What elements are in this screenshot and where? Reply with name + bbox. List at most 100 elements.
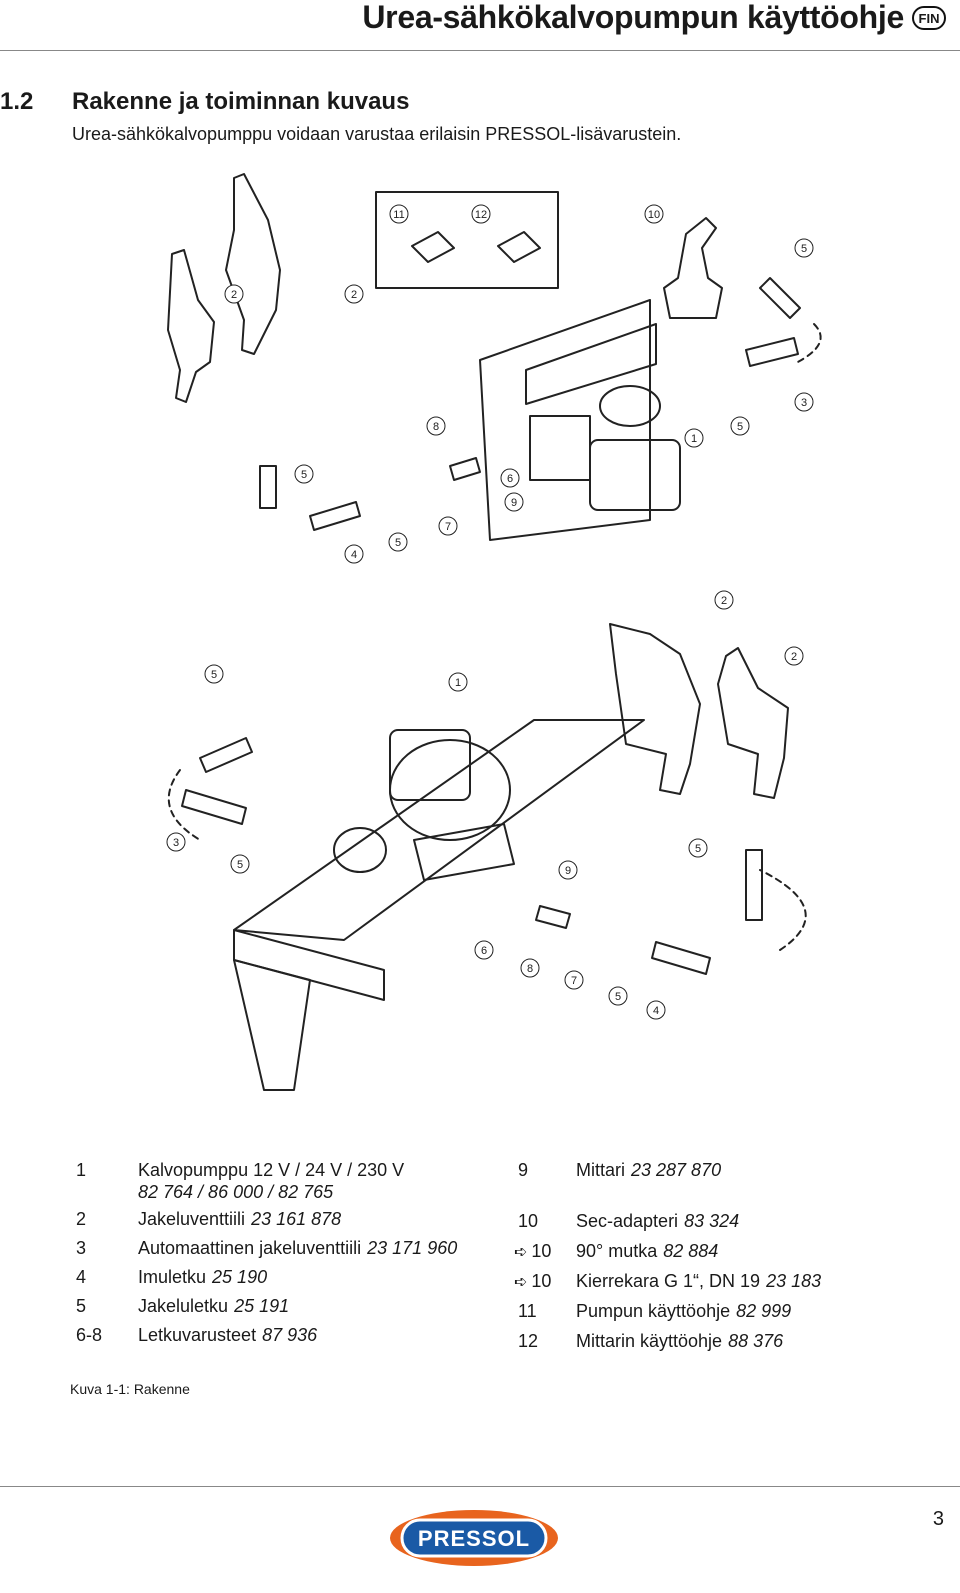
document-title: Urea-sähkökalvopumpun käyttöohje xyxy=(362,0,904,35)
page-number: 3 xyxy=(932,1508,944,1530)
legend-code: 87 936 xyxy=(262,1325,318,1345)
callout-5: 5 xyxy=(230,854,250,874)
legend-code: 23 161 878 xyxy=(251,1209,342,1229)
svg-text:12: 12 xyxy=(475,209,487,221)
svg-text:6: 6 xyxy=(507,473,513,485)
svg-text:5: 5 xyxy=(395,537,401,549)
legend-number: 12 xyxy=(518,1331,539,1351)
legend-code: 88 376 xyxy=(728,1331,784,1351)
legend-codes: 82 764 / 86 000 / 82 765 xyxy=(138,1182,334,1202)
meter-manual-icon xyxy=(497,231,541,263)
svg-text:5: 5 xyxy=(801,243,807,255)
svg-text:9: 9 xyxy=(565,865,571,877)
section-intro: Urea-sähkökalvopumppu voidaan varustaa e… xyxy=(72,124,682,144)
legend-description: Pumpun käyttöohje xyxy=(576,1301,731,1321)
legend-number: 9 xyxy=(518,1160,529,1180)
svg-text:8: 8 xyxy=(527,963,533,975)
callout-5: 5 xyxy=(204,664,224,684)
callout-2: 2 xyxy=(784,646,804,666)
callout-2: 2 xyxy=(224,284,244,304)
svg-text:10: 10 xyxy=(648,209,660,221)
callout-3: 3 xyxy=(794,392,814,412)
legend-code: 23 171 960 xyxy=(367,1238,458,1258)
svg-text:9: 9 xyxy=(511,497,517,509)
callout-6: 6 xyxy=(500,468,520,488)
callout-8: 8 xyxy=(426,416,446,436)
callout-12: 12 xyxy=(471,204,491,224)
callout-6: 6 xyxy=(474,940,494,960)
hose-fitting-bottom xyxy=(535,905,571,929)
legend-description: 90° mutka xyxy=(576,1241,658,1261)
svg-text:1: 1 xyxy=(455,677,461,689)
svg-text:8: 8 xyxy=(433,421,439,433)
legend-description: Sec-adapteri xyxy=(576,1211,679,1231)
callout-4: 4 xyxy=(344,544,364,564)
callout-9: 9 xyxy=(504,492,524,512)
legend-code: 23 287 870 xyxy=(631,1160,722,1180)
legend-code: 82 999 xyxy=(736,1301,792,1321)
callout-5: 5 xyxy=(388,532,408,552)
suction-hose-bottom xyxy=(651,941,711,975)
legend-description: Kalvopumppu 12 V / 24 V / 230 V xyxy=(138,1160,405,1180)
svg-text:4: 4 xyxy=(351,549,357,561)
svg-text:3: 3 xyxy=(173,837,179,849)
bracket-tray-bottom xyxy=(233,929,385,1001)
callout-2: 2 xyxy=(344,284,364,304)
callout-11: 11 xyxy=(389,204,409,224)
exploded-view-figure: 11 12 10 5 2 2 3 8 1 5 5 6 9 7 5 4 2 2 5… xyxy=(150,170,830,1110)
svg-text:1: 1 xyxy=(691,433,697,445)
language-badge: FIN xyxy=(912,6,946,30)
legend-item: 1 Kalvopumppu 12 V / 24 V / 230 V xyxy=(76,1156,496,1185)
legend-number: 10 xyxy=(531,1271,552,1291)
pump-assembly-drawing: 11 12 10 5 2 2 3 8 1 5 5 6 9 7 5 4 2 2 5… xyxy=(166,173,822,1091)
motor-bottom xyxy=(389,739,511,841)
callout-2: 2 xyxy=(714,590,734,610)
arrow-icon: ➪ xyxy=(514,1244,528,1261)
auto-nozzle-hose-bottom xyxy=(181,789,247,825)
dispenser-nozzle-top-left xyxy=(167,249,215,403)
legend-number: 11 xyxy=(518,1301,537,1321)
hose-fitting-top xyxy=(449,457,481,481)
legend-number: 5 xyxy=(76,1296,87,1316)
callout-1: 1 xyxy=(684,428,704,448)
svg-text:2: 2 xyxy=(791,651,797,663)
dashed-guide-left xyxy=(167,769,201,841)
dashed-guide-right xyxy=(759,869,807,951)
dispenser-nozzle-bottom-left xyxy=(609,623,701,795)
legend-number: 10 xyxy=(531,1241,552,1261)
arrow-icon: ➪ xyxy=(514,1274,528,1291)
hose-piece-bottom-right xyxy=(745,849,763,921)
callout-5: 5 xyxy=(730,416,750,436)
pump-head-bottom xyxy=(333,827,387,873)
legend-code: 25 190 xyxy=(212,1267,268,1287)
dashed-guide-top xyxy=(793,323,822,365)
legend-number: 3 xyxy=(76,1238,87,1258)
callout-1: 1 xyxy=(448,672,468,692)
legend-code: 82 884 xyxy=(663,1241,719,1261)
svg-text:11: 11 xyxy=(393,209,404,221)
auto-nozzle-hose-top xyxy=(745,337,799,367)
svg-text:7: 7 xyxy=(571,975,577,987)
svg-text:5: 5 xyxy=(301,469,307,481)
figure-caption: Kuva 1-1: Rakenne xyxy=(70,1381,190,1397)
svg-text:5: 5 xyxy=(695,843,701,855)
legend-number: 6-8 xyxy=(76,1325,103,1345)
callout-5: 5 xyxy=(608,986,628,1006)
wall-bracket-bottom xyxy=(233,719,645,941)
callout-5: 5 xyxy=(294,464,314,484)
suction-hose-top xyxy=(309,501,361,531)
legend-description: Imuletku xyxy=(138,1267,207,1287)
svg-text:2: 2 xyxy=(351,289,357,301)
legend-code: 25 191 xyxy=(234,1296,290,1316)
svg-text:2: 2 xyxy=(721,595,727,607)
pressol-logo: PRESSOL xyxy=(388,1508,560,1568)
bracket-leg xyxy=(233,959,311,1091)
